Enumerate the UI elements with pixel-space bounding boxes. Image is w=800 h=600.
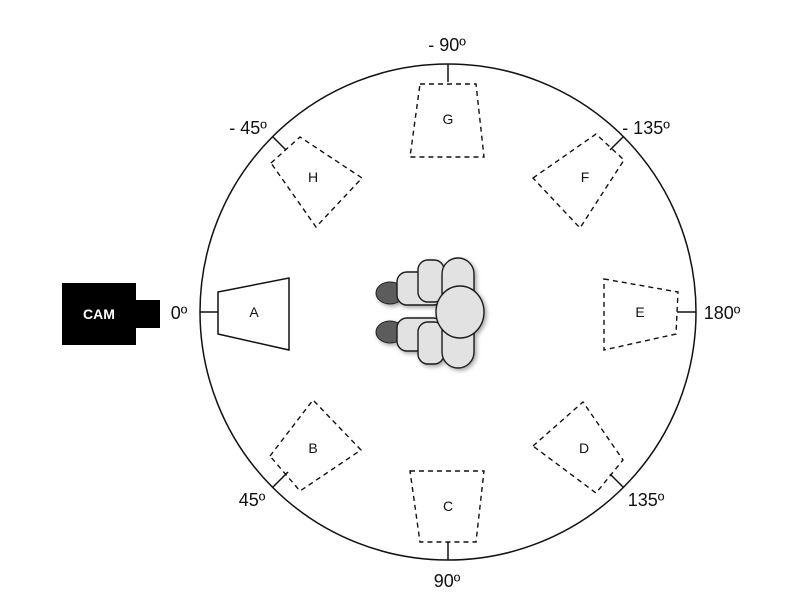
position-e: E	[604, 279, 678, 350]
angle-label-minus-135: - 135º	[622, 118, 670, 138]
position-label-e: E	[635, 304, 644, 320]
tick-minus-135	[610, 137, 623, 150]
camera-icon: CAM	[62, 283, 160, 345]
angle-label-180: 180º	[704, 303, 741, 323]
position-h: H	[271, 137, 362, 227]
position-label-a: A	[249, 304, 259, 320]
position-c: C	[410, 471, 484, 542]
angle-label-135: 135º	[628, 490, 665, 510]
position-d: D	[533, 402, 623, 493]
position-g: G	[410, 84, 484, 157]
position-a: A	[218, 278, 289, 350]
angle-label-90: 90º	[434, 571, 461, 591]
angle-label-minus-90: - 90º	[428, 35, 466, 55]
position-label-g: G	[443, 111, 454, 127]
position-label-d: D	[579, 440, 589, 456]
position-label-b: B	[308, 440, 317, 456]
tick-minus-45	[273, 137, 286, 150]
position-label-h: H	[308, 169, 318, 185]
angle-label-45: 45º	[239, 490, 266, 510]
angle-label-minus-45: - 45º	[229, 118, 267, 138]
position-label-c: C	[443, 498, 453, 514]
position-label-f: F	[581, 169, 590, 185]
angle-label-0: 0º	[171, 303, 188, 323]
person-top-view-icon	[376, 258, 484, 368]
position-f: F	[533, 134, 624, 228]
tick-135	[610, 474, 623, 487]
camera-label: CAM	[83, 306, 115, 322]
